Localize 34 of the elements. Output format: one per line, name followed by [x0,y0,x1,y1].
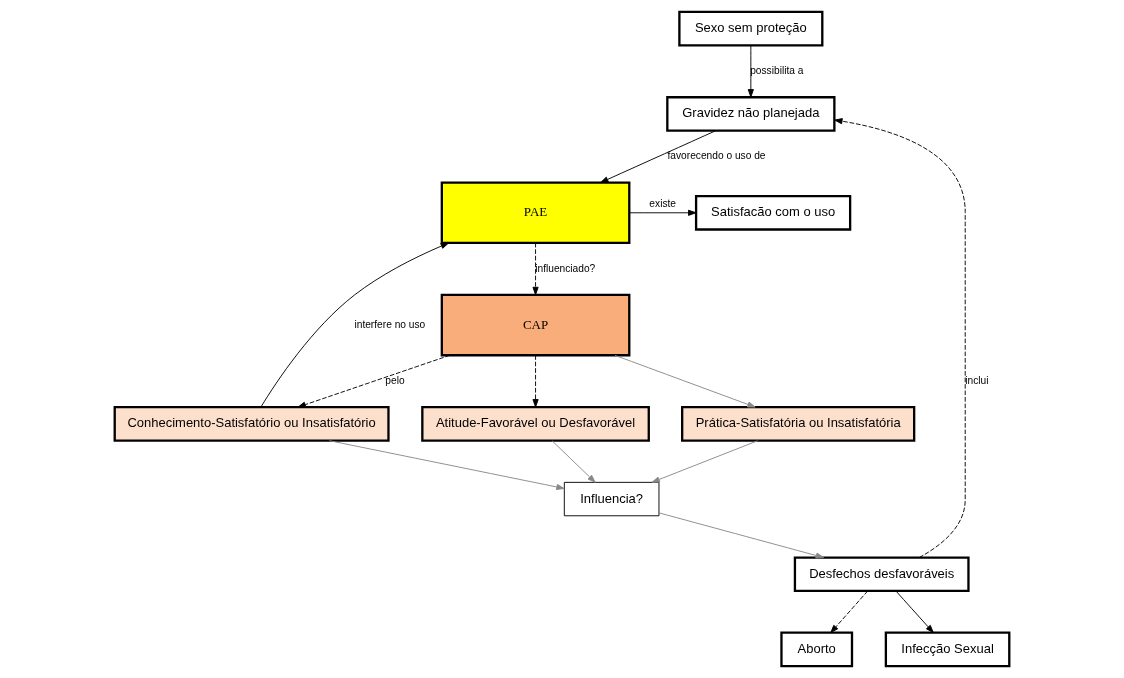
arrow [532,242,539,296]
arrow [260,242,449,408]
arrow [600,130,717,184]
arrow [328,440,565,490]
arrow [830,590,869,634]
arrow [651,440,759,483]
edge-label: influenciado? [535,262,596,274]
arrow [895,590,934,634]
node-box: Satisfacão com o uso [694,194,852,231]
node-box: Atitude-Favorável ou Desfavorável [421,406,650,442]
node-box: CAP [440,293,631,357]
node-box: Gravidez não planejada [666,96,836,132]
edge-label: possibilita a [750,64,804,76]
node-box: Influencia? [563,481,660,517]
arrow [658,512,825,559]
edge-label: inclui [965,374,989,386]
node-box: Sexo sem proteção [678,10,824,47]
edge-label: favorecendo o uso de [667,150,766,162]
edge-label: interfere no uso [354,318,426,330]
arrow [532,354,539,408]
arrow [747,45,754,98]
edge-label: pelo [385,374,405,386]
arrow [629,209,697,216]
arrow [614,354,756,408]
arrow [834,118,966,558]
node-box: Infecção Sexual [884,631,1011,668]
node-box: Desfechos desfavoráveis [793,556,970,593]
edge-label: existe [649,198,676,210]
arrow [297,354,451,408]
node-box: Aborto [780,631,854,668]
node-box: Prática-Satisfatória ou Insatisfatória [681,406,916,442]
arrow [551,440,596,483]
node-box: Conhecimento-Satisfatório ou Insatisfatório [113,406,390,442]
node-box: PAE [440,181,631,245]
